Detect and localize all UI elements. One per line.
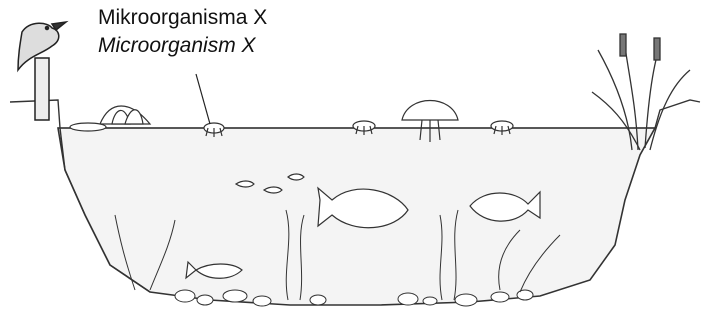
microorganism-label-primary: Mikroorganisma X bbox=[98, 6, 267, 30]
microorganism-label-secondary: Microorganism X bbox=[98, 34, 256, 58]
label-pointer-line bbox=[196, 74, 210, 124]
